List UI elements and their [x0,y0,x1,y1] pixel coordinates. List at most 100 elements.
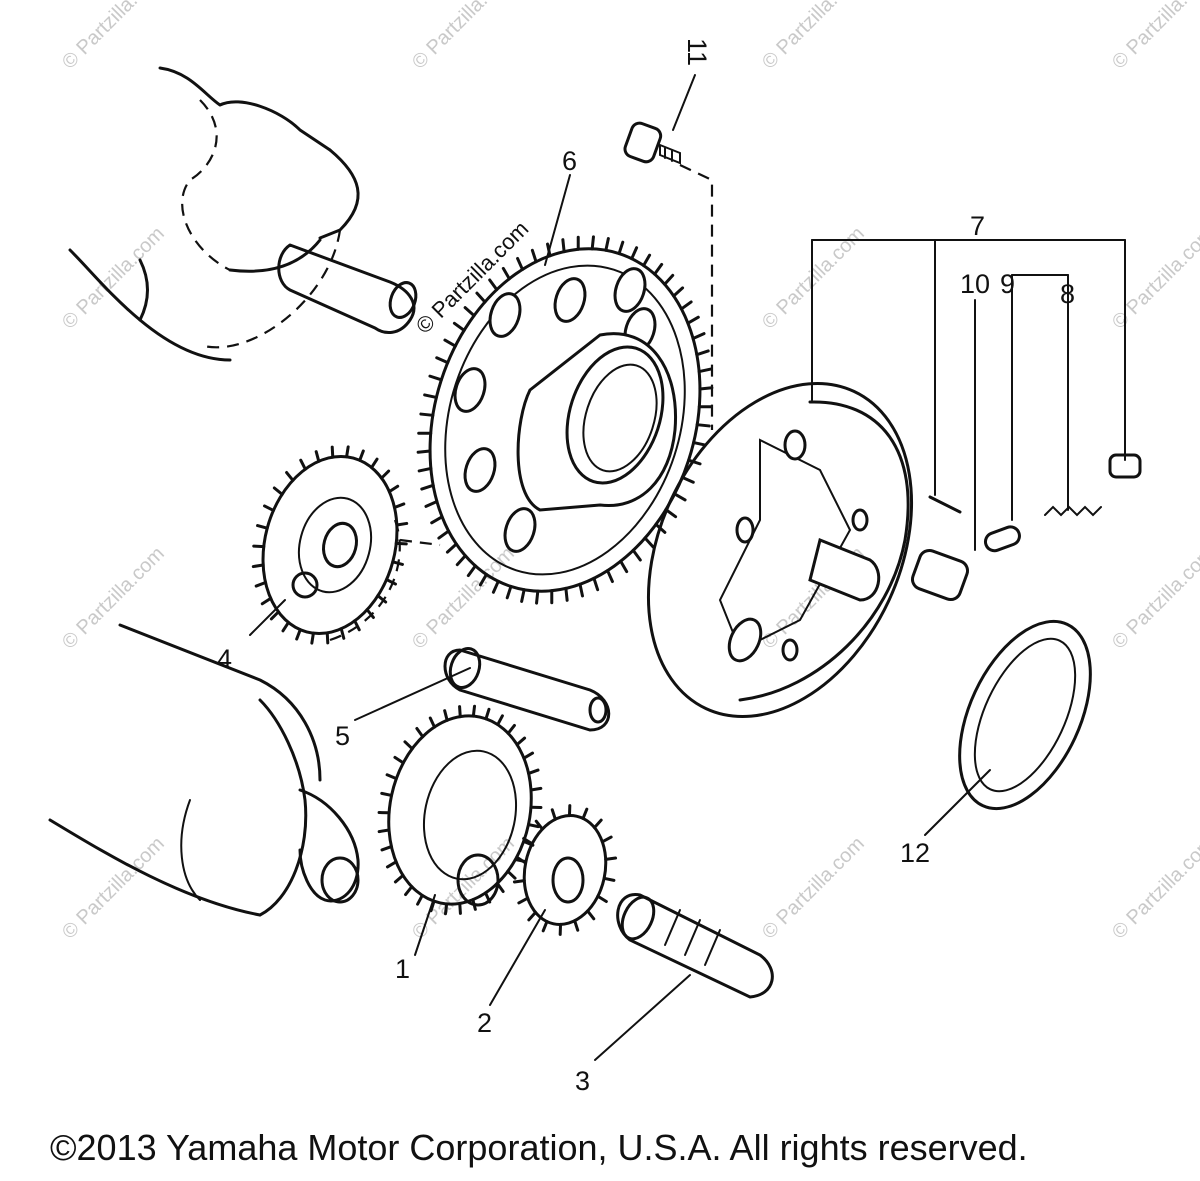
gear-tooth [416,449,432,454]
callout-9: 9 [1000,269,1015,299]
gear-tooth [653,262,664,276]
callout-6: 6 [562,146,577,176]
gear-tooth [391,560,404,566]
gear-tooth [417,466,433,473]
gear-tooth [269,610,280,621]
gear-tooth [419,412,435,417]
gear-tooth [285,471,295,482]
wheel-gear-1 [377,704,543,916]
gear-shaft [616,893,774,999]
gear-tooth [428,374,443,382]
gear-tooth [672,286,685,298]
gear-tooth [471,704,477,718]
gear-tooth [443,902,449,916]
gear-tooth [420,483,435,491]
gear-tooth [495,881,505,893]
gear-tooth [455,554,467,567]
watermark: © Partzilla.com [58,0,169,74]
gear-tooth [416,893,424,906]
gear-tooth [679,300,693,311]
gear-tooth [581,807,589,820]
gear-tooth [522,836,534,846]
gear-tooth [617,240,625,256]
gear-tooth [385,578,397,586]
watermark: © Partzilla.com [408,0,519,74]
gear-tooth [380,469,391,480]
gear-tooth [586,909,596,921]
gear-tooth [252,544,266,549]
gear-tooth [517,896,530,905]
callout-3: 3 [575,1066,590,1096]
gear-tooth [541,920,549,933]
gear-tooth [484,707,491,721]
gear-tooth [330,445,335,459]
gear-tooth [393,873,405,884]
gear-tooth [385,860,398,869]
gear-tooth [484,891,492,904]
gear-tooth [380,791,394,797]
gear-tooth [471,898,477,911]
gear-tooth [488,278,499,292]
gear-tooth [395,521,409,527]
gear-tooth [403,740,414,751]
gear-tooth [514,858,528,864]
gear-tooth [561,238,566,254]
gear-tooth [376,594,388,604]
gear-tooth [619,559,629,574]
gear-tooth [527,768,540,775]
gear-tooth [272,486,284,496]
gear-tooth [463,306,476,318]
gear-tooth [602,876,616,882]
watermark: © Partzilla.com [58,833,169,944]
gear-tooth [256,524,269,530]
watermark: © Partzilla.com [1108,543,1200,654]
callout-2: 2 [477,1008,492,1038]
gear-tooth [429,899,436,913]
callouts: 1 2 3 4 5 6 7 8 9 10 11 12 [217,38,1075,1096]
oil-seal [958,619,1092,811]
gear-tooth [534,819,544,831]
watermark: © Partzilla.com [58,223,169,334]
gear-tooth [506,723,516,735]
idle-shaft [443,646,611,732]
gear-tooth [404,885,414,897]
callout-11: 11 [682,38,712,66]
gear-tooth [365,608,375,619]
gear-tooth [512,879,526,884]
gear-tooth [310,631,315,645]
gear-tooth [604,237,610,252]
gear-tooth [392,502,406,510]
gear-tooth [445,542,458,554]
watermark: © Partzilla.com [758,0,869,74]
starter-motor [48,623,360,917]
gear-tooth [631,548,642,562]
gear-tooth [295,628,302,641]
gear-tooth [428,716,436,729]
gear-tooth [478,572,488,587]
gear-tooth [529,786,543,792]
gear-tooth [435,356,450,365]
gear-tooth [452,321,466,332]
gear-tooth [424,500,439,508]
gear-tooth [630,246,639,261]
callout-12: 12 [900,838,930,868]
gear-tooth [443,709,449,722]
callout-5: 5 [335,721,350,751]
gear-tooth [353,619,361,632]
gear-tooth [263,504,275,512]
gear-tooth [606,569,614,584]
gear-tooth [673,492,687,502]
watermark: © Partzilla.com [1108,0,1200,74]
gear-tooth [387,484,400,494]
gear-tooth [526,823,540,829]
callout-7: 7 [970,211,985,241]
gear-tooth [325,631,330,645]
roller-pins-springs [910,453,1142,602]
gear-tooth [505,584,513,600]
gear-tooth [604,856,618,861]
gear-tooth [686,315,700,325]
gear-tooth [251,563,265,569]
gear-tooth [506,869,517,880]
gear-tooth [443,338,457,348]
gear-tooth [437,529,451,540]
